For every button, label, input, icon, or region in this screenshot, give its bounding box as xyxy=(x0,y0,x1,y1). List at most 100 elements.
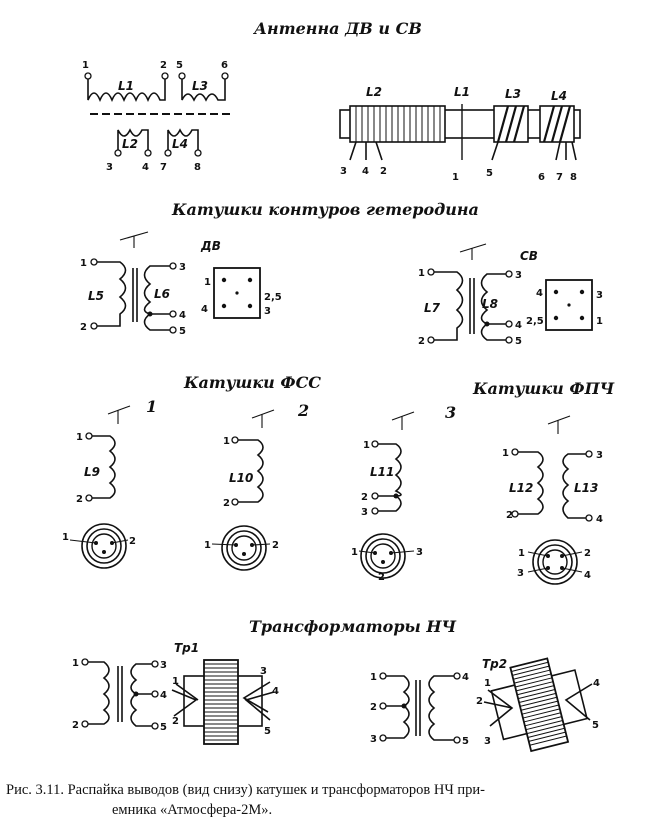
pin-label: 2 xyxy=(418,336,425,347)
core-pin-label: 2 xyxy=(172,716,179,727)
pin-label: 1 xyxy=(418,268,425,279)
pin-label: 3 xyxy=(596,450,603,461)
antenna-title: Антенна ДВ и СВ xyxy=(253,19,422,38)
fss-coil-3-schematic xyxy=(358,411,415,579)
core-pin-label: 1 xyxy=(172,676,179,687)
socket-pin-label: 4 xyxy=(584,570,591,581)
socket-pin-label: 2 xyxy=(272,540,279,551)
pin-label: 5 xyxy=(176,60,183,71)
socket-pin-label: 3 xyxy=(416,547,423,558)
coil-label: L2 xyxy=(366,85,382,99)
coil-label: L10 xyxy=(229,471,253,485)
coil-label: L2 xyxy=(122,137,138,151)
coil-label: L8 xyxy=(482,297,498,311)
band-label: СВ xyxy=(520,249,538,263)
socket-pin-label: 4 xyxy=(201,304,208,315)
core-pin-label: 3 xyxy=(260,666,267,677)
coil-label: L1 xyxy=(118,79,134,93)
pin-label: 3 xyxy=(179,262,186,273)
heterodyne-sv-schematic xyxy=(427,243,593,344)
pin-label: 5 xyxy=(179,326,186,337)
pin-label: 1 xyxy=(370,672,377,683)
pin-label: 1 xyxy=(72,658,79,669)
antenna-schematic xyxy=(84,72,232,157)
pin-label: 4 xyxy=(515,320,522,331)
pin-label: 3 xyxy=(160,660,167,671)
socket-pin-label: 4 xyxy=(536,288,543,299)
pin-label: 6 xyxy=(538,172,545,183)
socket-pin-label: 2 xyxy=(129,536,136,547)
fpch-title: Катушки ФПЧ xyxy=(472,379,615,398)
pin-label: 4 xyxy=(160,690,167,701)
pin-label: 8 xyxy=(570,172,577,183)
pin-label: 3 xyxy=(340,166,347,177)
fpch-schematic xyxy=(511,415,593,585)
pin-label: 4 xyxy=(179,310,186,321)
heterodyne-title: Катушки контуров гетеродина xyxy=(171,200,479,219)
pin-label: 4 xyxy=(462,672,469,683)
fss-coil-1-schematic xyxy=(69,405,131,569)
pin-label: 2 xyxy=(361,492,368,503)
pin-label: 2 xyxy=(370,702,377,713)
pin-label: 1 xyxy=(363,440,370,451)
transformer-1-schematic xyxy=(81,658,275,745)
pin-label: 1 xyxy=(452,172,459,183)
figure-caption-line-2: емника «Атмосфера-2М». xyxy=(112,802,272,818)
fss-title: Катушки ФСС xyxy=(183,373,321,392)
core-pin-label: 3 xyxy=(484,736,491,747)
pin-label: 2 xyxy=(80,322,87,333)
socket-pin-label: 1 xyxy=(351,547,358,558)
pin-label: 2 xyxy=(72,720,79,731)
socket-pin-label: 1 xyxy=(204,540,211,551)
pin-label: 2 xyxy=(76,494,83,505)
pin-label: 2 xyxy=(160,60,167,71)
pin-label: 1 xyxy=(502,448,509,459)
pin-label: 2 xyxy=(380,166,387,177)
socket-pin-label: 2 xyxy=(584,548,591,559)
pin-label: 7 xyxy=(160,162,167,173)
pin-label: 6 xyxy=(221,60,228,71)
heterodyne-dv-schematic xyxy=(90,231,261,334)
transformer-2-schematic xyxy=(379,657,593,753)
figure-caption-line-1: Рис. 3.11. Распайка выводов (вид снизу) … xyxy=(6,782,485,798)
pin-label: 4 xyxy=(596,514,603,525)
transformer-name: Тр1 xyxy=(174,641,199,655)
pin-label: 4 xyxy=(362,166,369,177)
coil-label: L3 xyxy=(192,79,208,93)
pin-label: 3 xyxy=(515,270,522,281)
socket-pin-label: 2,5 xyxy=(526,316,544,327)
ferrite-rod xyxy=(339,104,581,161)
core-pin-label: 4 xyxy=(593,678,600,689)
socket-pin-label: 1 xyxy=(204,277,211,288)
pin-label: 3 xyxy=(106,162,113,173)
pin-label: 1 xyxy=(80,258,87,269)
socket-pin-label: 3 xyxy=(596,290,603,301)
pin-label: 2 xyxy=(506,510,513,521)
socket-pin-label: 3 xyxy=(264,306,271,317)
core-pin-label: 1 xyxy=(484,678,491,689)
coil-label: L9 xyxy=(84,465,100,479)
pin-label: 2 xyxy=(223,498,230,509)
pin-label: 3 xyxy=(361,507,368,518)
pin-label: 3 xyxy=(370,734,377,745)
transformer-name: Тр2 xyxy=(482,657,507,671)
core-pin-label: 5 xyxy=(592,720,599,731)
core-pin-label: 4 xyxy=(272,686,279,697)
pin-label: 1 xyxy=(76,432,83,443)
band-label: ДВ xyxy=(200,239,221,253)
pin-label: 5 xyxy=(486,168,493,179)
pin-label: 5 xyxy=(515,336,522,347)
socket-pin-label: 3 xyxy=(517,568,524,579)
coil-label: L4 xyxy=(551,89,567,103)
transformers-title: Трансформаторы НЧ xyxy=(249,617,456,636)
coil-label: L1 xyxy=(454,85,470,99)
coil-label: L12 xyxy=(509,481,533,495)
pin-label: 1 xyxy=(223,436,230,447)
core-pin-label: 2 xyxy=(476,696,483,707)
coil-label: L4 xyxy=(172,137,188,151)
coil-label: L7 xyxy=(424,301,441,315)
coil-label: L6 xyxy=(154,287,170,301)
socket-pin-label: 1 xyxy=(596,316,603,327)
